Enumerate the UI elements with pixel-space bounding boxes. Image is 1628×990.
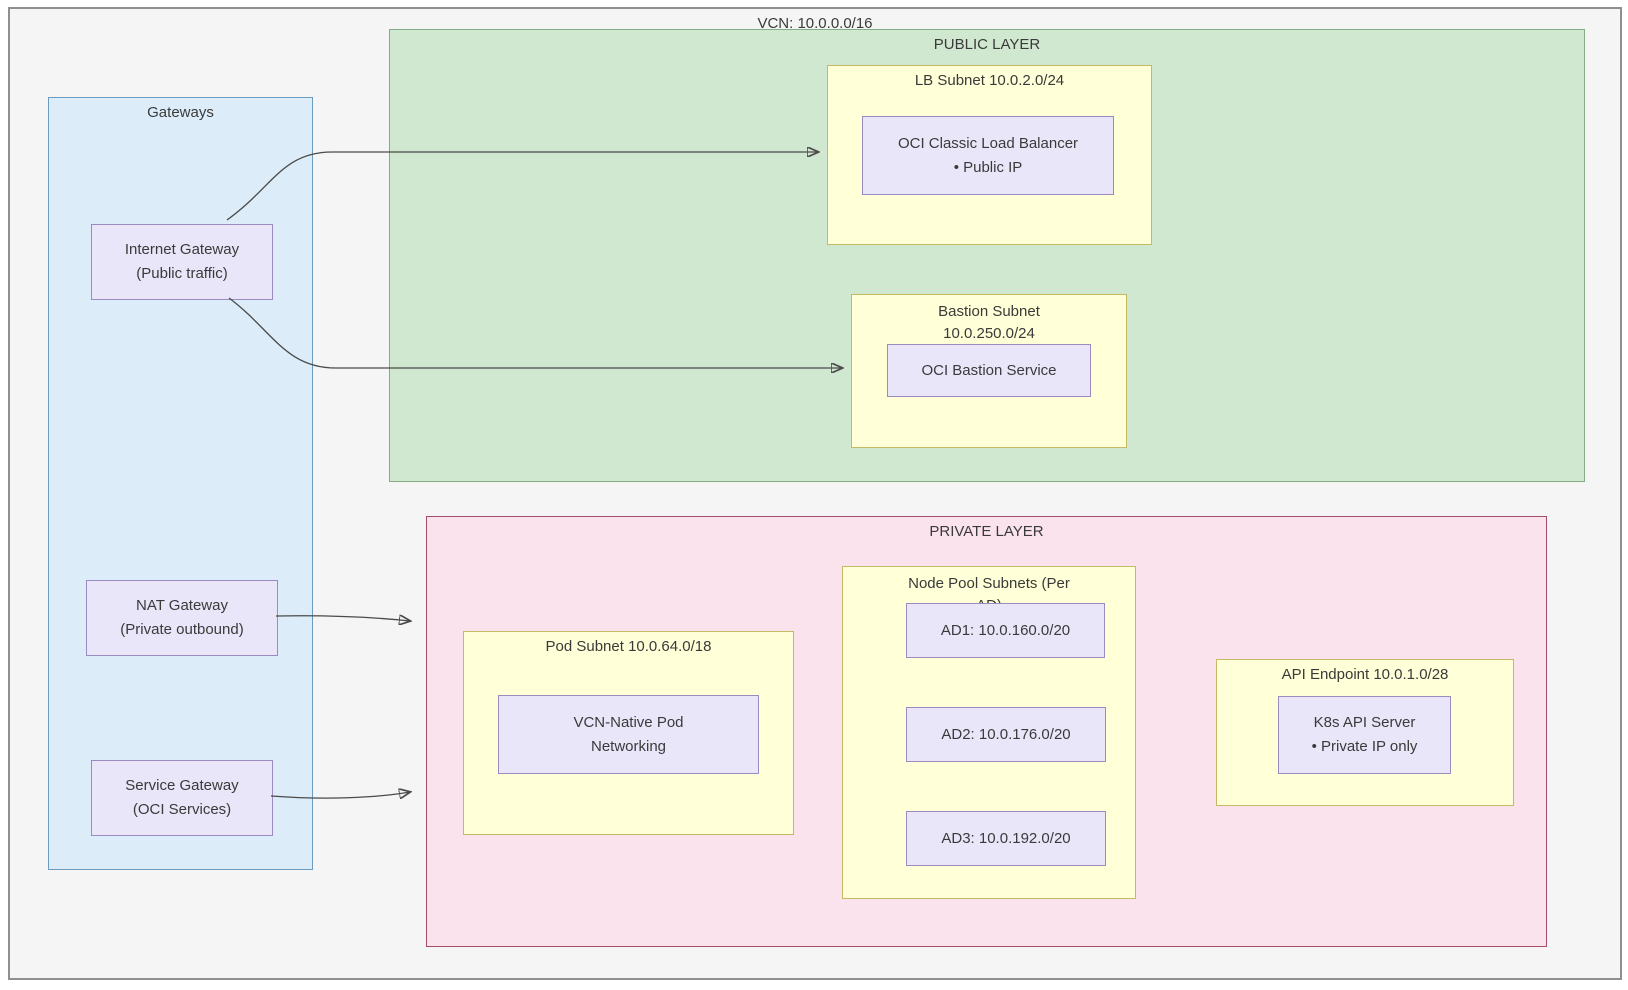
lb-subnet-label: LB Subnet 10.0.2.0/24 xyxy=(914,72,1065,89)
oci-load-balancer-node: OCI Classic Load Balancer • Public IP xyxy=(862,116,1114,195)
pod-subnet-label: Pod Subnet 10.0.64.0/18 xyxy=(545,638,712,655)
gateways-label: Gateways xyxy=(147,104,214,121)
k8s-api-server-node: K8s API Server • Private IP only xyxy=(1278,696,1451,774)
k8s-api-server-line2: • Private IP only xyxy=(1311,738,1418,755)
vcn-container: VCN: 10.0.0.0/16 Gateways Internet Gatew… xyxy=(8,7,1622,980)
bastion-subnet-label: Bastion Subnet 10.0.250.0/24 xyxy=(852,301,1126,345)
ad2-subnet-label: AD2: 10.0.176.0/20 xyxy=(941,725,1071,743)
pod-networking-line2: Networking xyxy=(590,737,667,755)
internet-gateway-line2: (Public traffic) xyxy=(136,265,228,282)
gateways-group: Gateways Internet Gateway (Public traffi… xyxy=(48,97,313,870)
service-gateway-node: Service Gateway (OCI Services) xyxy=(91,760,273,836)
ad3-subnet-label: AD3: 10.0.192.0/20 xyxy=(941,829,1071,847)
k8s-api-server-line1: K8s API Server xyxy=(1313,714,1416,731)
bastion-subnet: Bastion Subnet 10.0.250.0/24 OCI Bastion … xyxy=(851,294,1127,448)
oci-bastion-service-label: OCI Bastion Service xyxy=(921,361,1057,379)
nat-gateway-node: NAT Gateway (Private outbound) xyxy=(86,580,278,656)
api-endpoint-label: API Endpoint 10.0.1.0/28 xyxy=(1281,666,1449,683)
ad2-subnet-node: AD2: 10.0.176.0/20 xyxy=(906,707,1106,762)
ad3-subnet-node: AD3: 10.0.192.0/20 xyxy=(906,811,1106,866)
node-pool-label-line1: Node Pool Subnets (Per xyxy=(908,575,1070,592)
bastion-subnet-label-line1: Bastion Subnet xyxy=(938,303,1040,320)
pod-networking-line1: VCN-Native Pod xyxy=(573,713,684,731)
vcn-native-pod-networking-node: VCN-Native Pod Networking xyxy=(498,695,759,774)
pod-subnet: Pod Subnet 10.0.64.0/18 VCN-Native Pod N… xyxy=(463,631,794,835)
bastion-subnet-label-line2: 10.0.250.0/24 xyxy=(943,325,1035,342)
internet-gateway-node: Internet Gateway (Public traffic) xyxy=(91,224,273,300)
lb-subnet: LB Subnet 10.0.2.0/24 OCI Classic Load B… xyxy=(827,65,1152,245)
service-gateway-line2: (OCI Services) xyxy=(132,801,232,818)
private-layer: PRIVATE LAYER Pod Subnet 10.0.64.0/18 VC… xyxy=(426,516,1547,947)
oci-load-balancer-line1: OCI Classic Load Balancer xyxy=(897,134,1079,152)
api-endpoint-subnet: API Endpoint 10.0.1.0/28 K8s API Server … xyxy=(1216,659,1514,806)
private-layer-label: PRIVATE LAYER xyxy=(929,523,1044,540)
oci-bastion-service-node: OCI Bastion Service xyxy=(887,344,1091,397)
ad1-subnet-node: AD1: 10.0.160.0/20 xyxy=(906,603,1105,658)
oci-load-balancer-line2: • Public IP xyxy=(953,158,1023,176)
ad1-subnet-label: AD1: 10.0.160.0/20 xyxy=(940,621,1071,639)
public-layer-label: PUBLIC LAYER xyxy=(933,36,1041,53)
internet-gateway-line1: Internet Gateway xyxy=(124,241,240,258)
nat-gateway-line2: (Private outbound) xyxy=(120,621,244,638)
service-gateway-line1: Service Gateway xyxy=(125,777,239,794)
public-layer: PUBLIC LAYER LB Subnet 10.0.2.0/24 OCI C… xyxy=(389,29,1585,482)
nat-gateway-line1: NAT Gateway xyxy=(136,597,228,614)
